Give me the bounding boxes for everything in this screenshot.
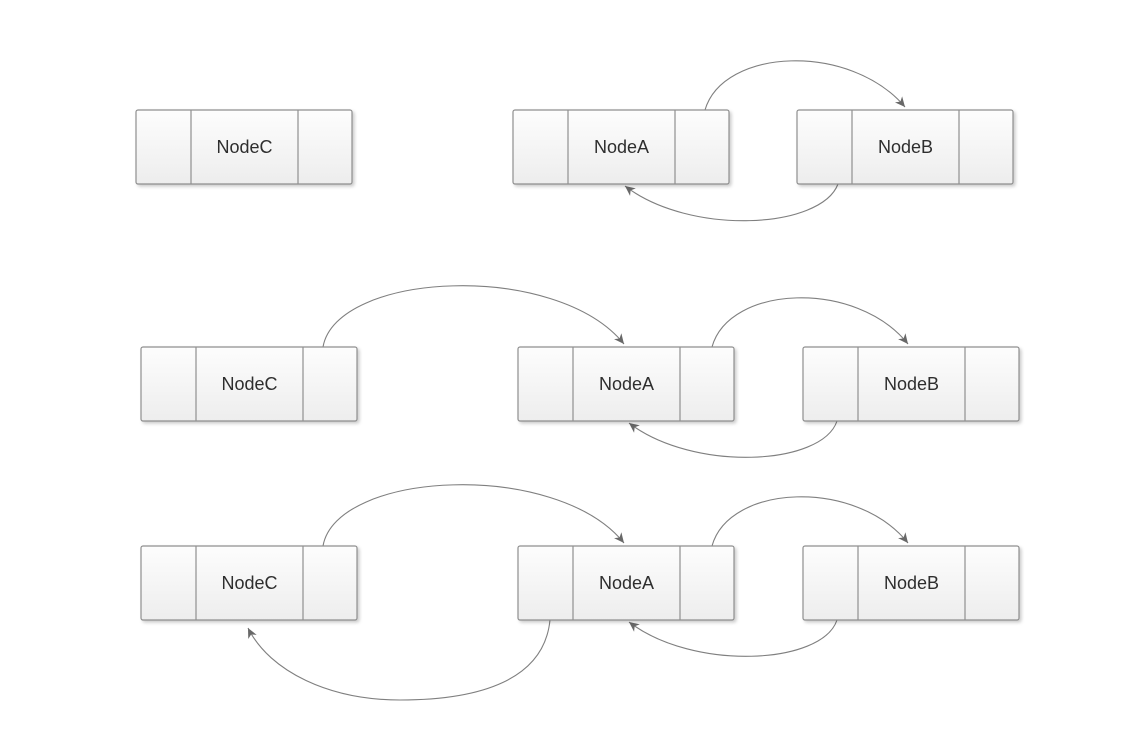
node-label: NodeB xyxy=(878,137,933,157)
node-step1-nodea: NodeA xyxy=(512,109,730,185)
node-step2-nodec: NodeC xyxy=(140,346,358,422)
edge-group-step2 xyxy=(322,285,909,458)
edge-group-step1 xyxy=(624,60,906,222)
edge-layer xyxy=(247,60,909,701)
edge-step2-nodea-next-to-nodeb xyxy=(711,297,909,348)
edge-step2-nodeb-prev-to-nodea xyxy=(628,420,838,458)
node-group-step3: NodeC NodeA NodeB xyxy=(140,545,1020,621)
edge-step3-nodec-next-to-nodea xyxy=(322,484,625,547)
node-step2-nodea: NodeA xyxy=(517,346,735,422)
node-label: NodeA xyxy=(594,137,649,157)
node-step2-nodeb: NodeB xyxy=(802,346,1020,422)
node-label: NodeB xyxy=(884,374,939,394)
node-step1-nodeb: NodeB xyxy=(796,109,1014,185)
node-label: NodeC xyxy=(216,137,272,157)
node-group-step1: NodeC NodeA NodeB xyxy=(135,109,1014,185)
edge-step3-nodea-prev-to-nodec xyxy=(247,619,551,701)
node-group-step2: NodeC NodeA NodeB xyxy=(140,346,1020,422)
node-label: NodeA xyxy=(599,374,654,394)
edge-step2-nodec-next-to-nodea xyxy=(322,285,625,348)
edge-step3-nodea-next-to-nodeb xyxy=(711,496,909,547)
node-label: NodeB xyxy=(884,573,939,593)
node-label: NodeC xyxy=(221,573,277,593)
edge-step3-nodeb-prev-to-nodea xyxy=(628,619,838,657)
edge-step1-nodea-next-to-nodeb xyxy=(704,60,906,111)
node-step3-nodea: NodeA xyxy=(517,545,735,621)
node-label: NodeC xyxy=(221,374,277,394)
edge-step1-nodeb-prev-to-nodea xyxy=(624,183,839,222)
node-label: NodeA xyxy=(599,573,654,593)
node-step3-nodeb: NodeB xyxy=(802,545,1020,621)
node-step1-nodec: NodeC xyxy=(135,109,353,185)
node-step3-nodec: NodeC xyxy=(140,545,358,621)
node-layer: NodeC NodeA NodeB NodeC NodeA NodeB NodeC NodeA… xyxy=(135,109,1020,621)
edge-group-step3 xyxy=(247,484,909,701)
